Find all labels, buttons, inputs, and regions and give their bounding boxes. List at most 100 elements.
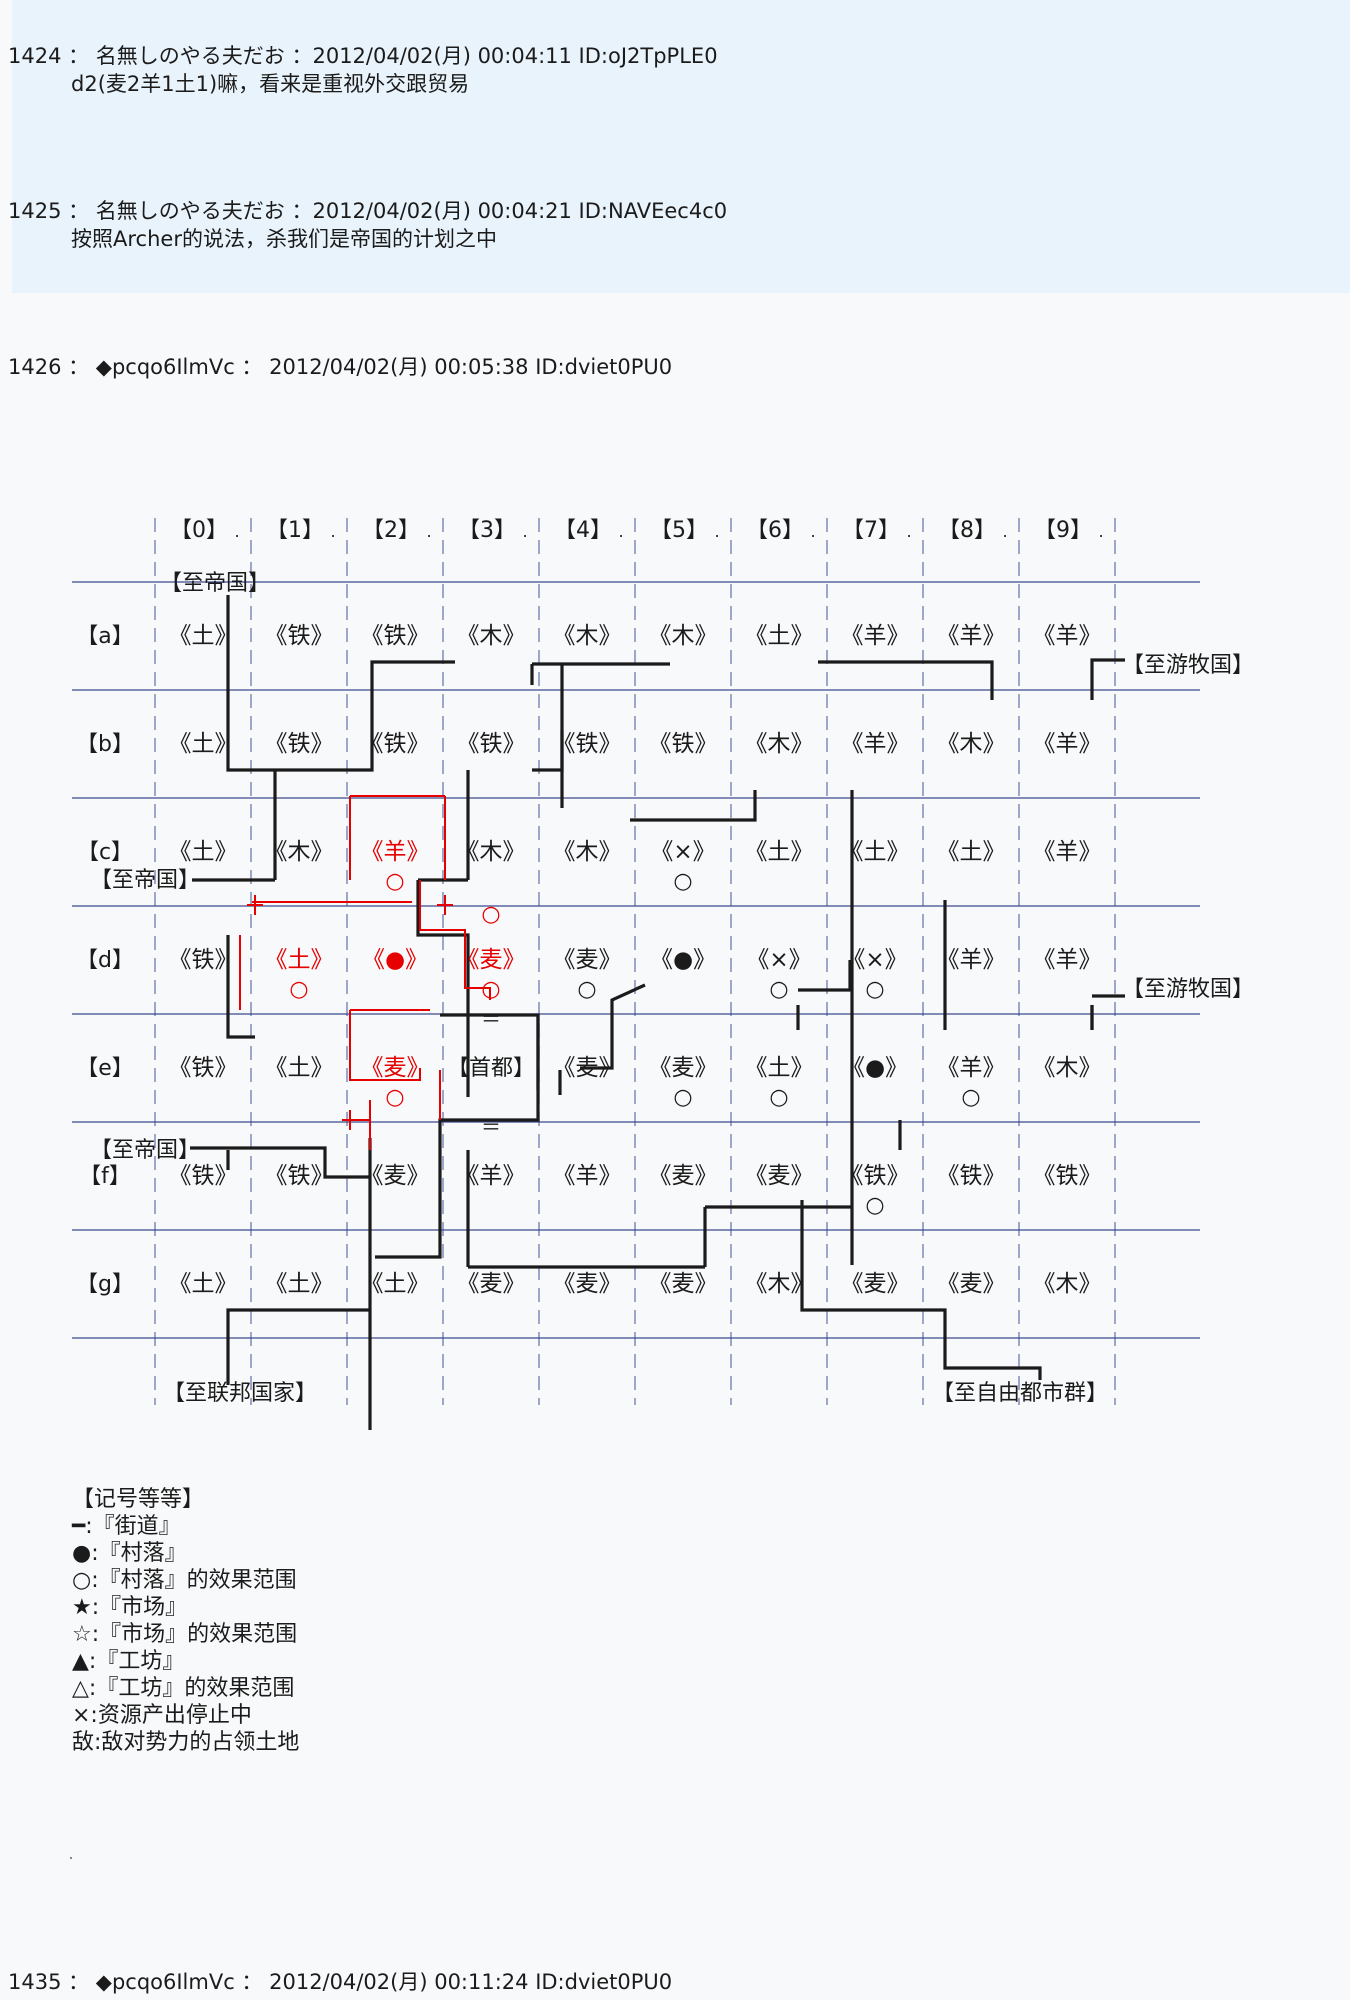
map-cell: 《羊》 (361, 839, 430, 865)
map-cell: 《土》 (265, 1271, 334, 1297)
village-range-circle: ○ (385, 869, 404, 894)
map-cell: 《土》 (361, 1271, 430, 1297)
map-cell: 《×》 (746, 947, 811, 973)
village-range-circle: ○ (769, 1085, 788, 1110)
map-cell: 《麦》 (553, 1055, 622, 1081)
col-label: 【1】 (266, 518, 324, 543)
row-label: 【f】 (79, 1164, 131, 1189)
dest-to-empire: 【至帝国】 (90, 1138, 200, 1163)
map-cell: 《木》 (1033, 1055, 1102, 1081)
map-cell: 《羊》 (937, 623, 1006, 649)
col-dot: . (714, 522, 719, 541)
map-cell: 《麦》 (649, 1163, 718, 1189)
capital-gate: ＝ (481, 1007, 501, 1031)
map-cell: 《×》 (650, 839, 715, 865)
map-cell: 《木》 (745, 1271, 814, 1297)
map-cell: 《土》 (169, 623, 238, 649)
row-label: 【c】 (77, 840, 133, 865)
col-label: 【2】 (362, 518, 420, 543)
row-label: 【a】 (76, 624, 133, 649)
legend-item-enemy: 敌:敌对势力的占领土地 (72, 1730, 300, 1755)
map-cell: 《铁》 (1033, 1163, 1102, 1189)
map-cell: 《土》 (745, 623, 814, 649)
map-cell: 《麦》 (361, 1163, 430, 1189)
map-cell: 《木》 (649, 623, 718, 649)
map-cell: 《铁》 (169, 947, 238, 973)
map-cell: 《铁》 (841, 1163, 910, 1189)
road-segment (798, 960, 852, 992)
map-cell: 《×》 (842, 947, 907, 973)
stray-dot (70, 1857, 72, 1859)
village-range-circle: ○ (769, 977, 788, 1002)
map-cell: 《土》 (745, 1055, 814, 1081)
col-dot: . (1002, 522, 1007, 541)
map-cell: 《麦》 (457, 1271, 526, 1297)
col-dot: . (426, 522, 431, 541)
post-1426: 1426 ： ◆pcqo6IlmVc ： 2012/04/02(月) 00:05… (8, 353, 672, 381)
map-cell: 《土》 (265, 947, 334, 973)
capital-gate: ＝ (481, 1115, 501, 1139)
col-dot: . (810, 522, 815, 541)
col-label: 【9】 (1034, 518, 1092, 543)
road-segment (226, 595, 455, 772)
row-label: 【e】 (76, 1056, 134, 1081)
map-cell: 《羊》 (1033, 947, 1102, 973)
legend-item-village: ●:『村落』 (72, 1541, 187, 1566)
map-cell: 《土》 (841, 839, 910, 865)
village-range-circle: ○ (289, 977, 308, 1002)
village-range-circle: ○ (865, 977, 884, 1002)
map-cell: 《铁》 (169, 1055, 238, 1081)
map-cell: 《土》 (745, 839, 814, 865)
map-cell: 《土》 (265, 1055, 334, 1081)
map-cell: 《土》 (169, 731, 238, 757)
map-cell: 《木》 (745, 731, 814, 757)
map-cell: 《麦》 (553, 947, 622, 973)
legend-item-stopped: ×:资源产出停止中 (72, 1703, 252, 1728)
post-header: 1424 ： 名無しのやる夫だお ：2012/04/02(月) 00:04:11… (8, 44, 718, 68)
legend-item-village-range: ○:『村落』的效果范围 (72, 1568, 297, 1593)
village-range-circle: ○ (577, 977, 596, 1002)
col-label: 【6】 (746, 518, 804, 543)
legend-item-market: ★:『市场』 (72, 1595, 188, 1620)
map-cell: 《土》 (169, 1271, 238, 1297)
post-header: 1426 ： ◆pcqo6IlmVc ： 2012/04/02(月) 00:05… (8, 355, 673, 379)
col-label: 【8】 (938, 518, 996, 543)
map-cell: 《土》 (937, 839, 1006, 865)
col-dot: . (1098, 522, 1103, 541)
post-1425: 1425 ： 名無しのやる夫だお ：2012/04/02(月) 00:04:21… (8, 197, 727, 253)
map-cell: 《麦》 (937, 1271, 1006, 1297)
map-cell: 《羊》 (553, 1163, 622, 1189)
road-segment (190, 1146, 370, 1179)
post-header: 1435 ： ◆pcqo6IlmVc ： 2012/04/02(月) 00:11… (8, 1970, 673, 1994)
road-segment (818, 660, 994, 700)
map-cell: 《铁》 (265, 1163, 334, 1189)
map-cell: 《铁》 (265, 731, 334, 757)
map-cell: 《木》 (265, 839, 334, 865)
post-body: d2(麦2羊1土1)嘛，看来是重视外交跟贸易 (71, 72, 470, 96)
village-range-circle: ○ (673, 869, 692, 894)
dest-to-nomads: 【至游牧国】 (1122, 653, 1254, 678)
red-road-segment (419, 880, 491, 1000)
map-cell: 《木》 (1033, 1271, 1102, 1297)
map-roads (190, 595, 1125, 1430)
dest-to-empire: 【至帝国】 (160, 571, 270, 596)
map-cell: 《羊》 (841, 731, 910, 757)
col-label: 【0】 (170, 518, 228, 543)
legend: 【记号等等】 ━:『街道』 ●:『村落』 ○:『村落』的效果范围 ★:『市场』 … (72, 1486, 299, 1756)
post-1435: 1435 ： ◆pcqo6IlmVc ： 2012/04/02(月) 00:11… (8, 1968, 672, 1996)
map-cell: 《羊》 (841, 623, 910, 649)
village-range-circle: ○ (385, 1085, 404, 1110)
map-cell: 《羊》 (1033, 731, 1102, 757)
map-cell: 《铁》 (937, 1163, 1006, 1189)
road-segment (580, 983, 646, 1070)
road-segment (630, 790, 757, 822)
col-dot: . (906, 522, 911, 541)
red-road-segment (349, 1010, 421, 1081)
highlighted-posts-bg (12, 0, 1350, 293)
row-label: 【d】 (76, 948, 134, 973)
map-cell: 《铁》 (361, 731, 430, 757)
legend-item-workshop-range: △:『工坊』的效果范围 (72, 1676, 295, 1701)
map-cell: 《木》 (457, 623, 526, 649)
map-cell: 《木》 (457, 839, 526, 865)
